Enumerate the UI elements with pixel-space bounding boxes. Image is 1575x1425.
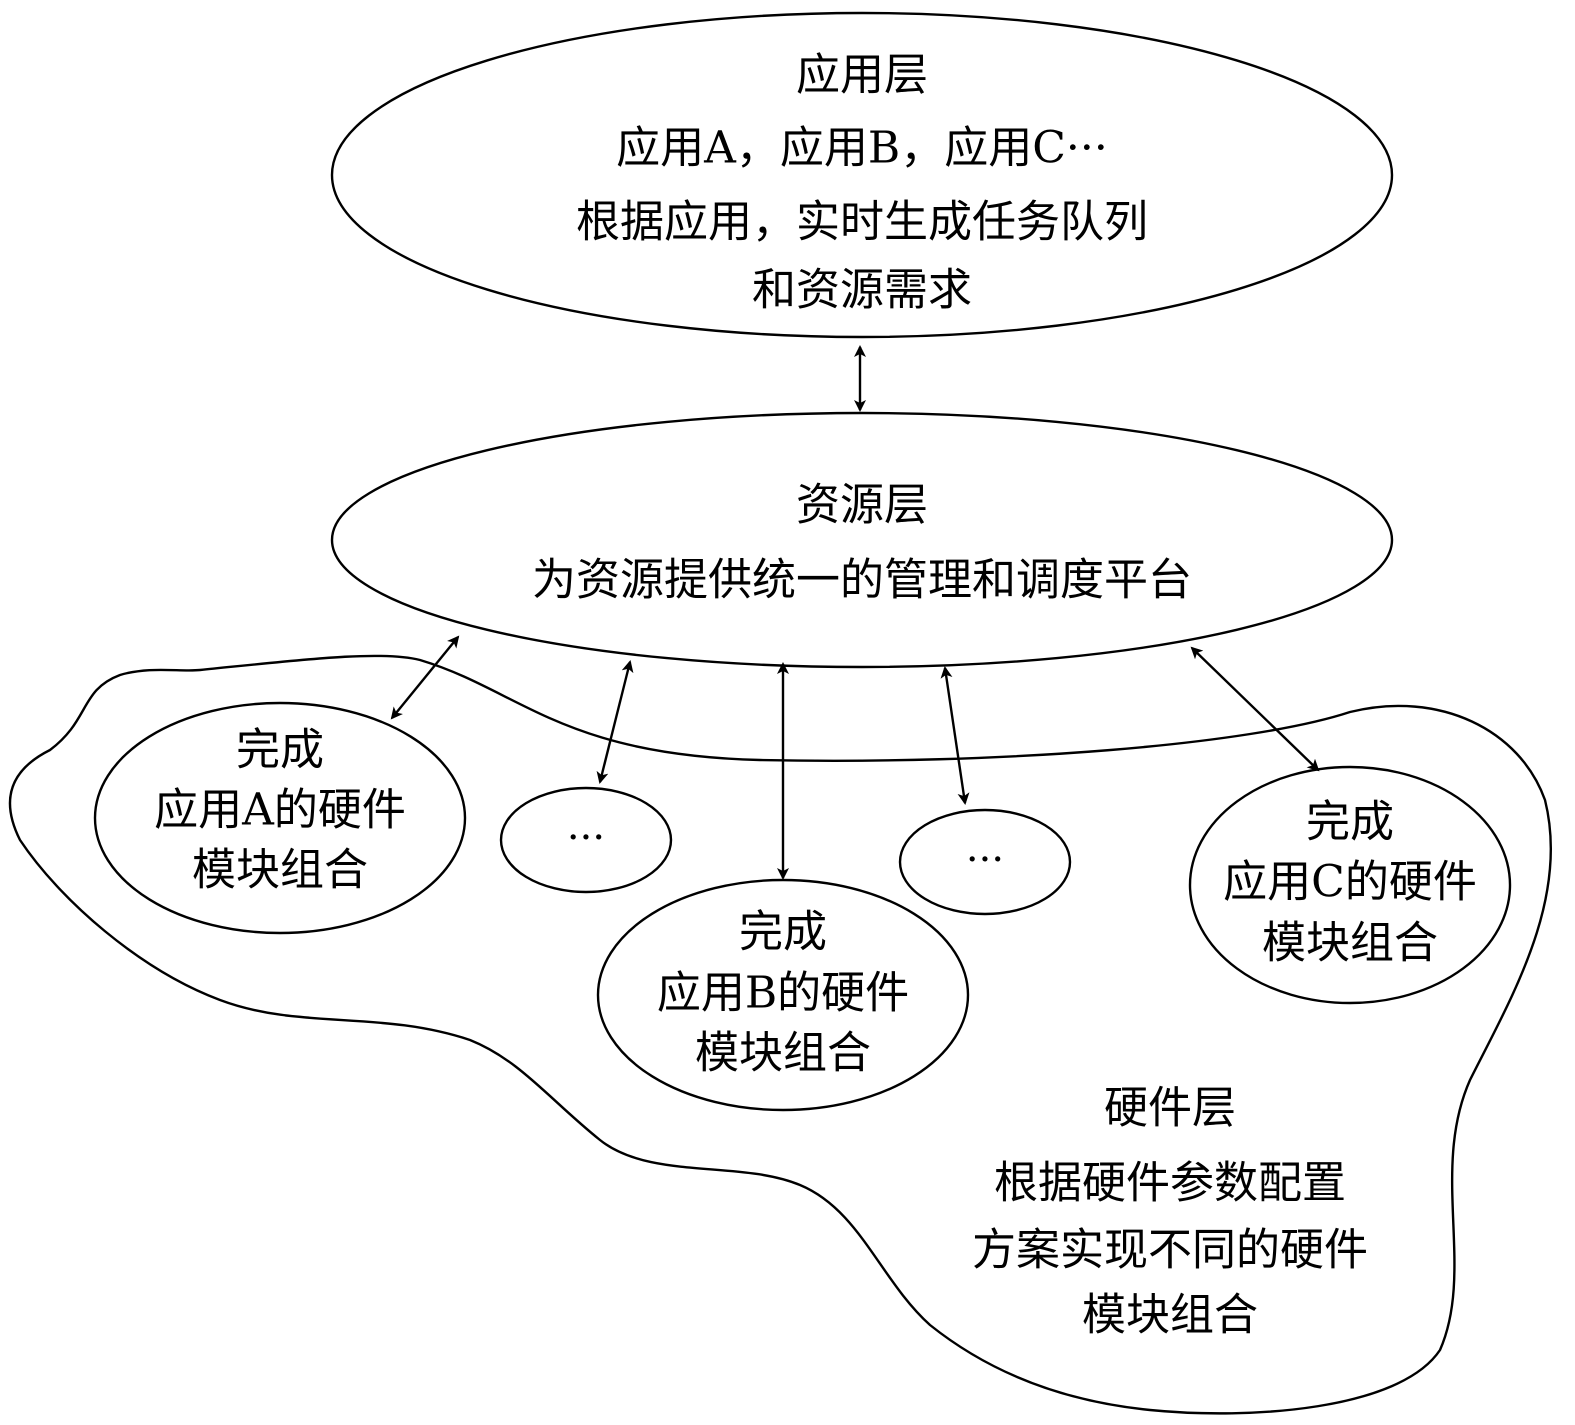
hardware-layer-desc-3: 模块组合 — [1082, 1290, 1258, 1341]
hardware-layer-desc-1: 根据硬件参数配置 — [994, 1158, 1346, 1209]
module-b-line-2: 应用B的硬件 — [657, 968, 909, 1019]
hardware-layer-boundary — [8, 654, 1553, 1415]
application-layer-desc-2: 和资源需求 — [752, 265, 972, 316]
arrow-resource-ellipsis-1 — [596, 660, 634, 784]
module-b-line-1: 完成 — [739, 907, 827, 958]
module-ellipsis-2-ellipse — [898, 808, 1072, 916]
module-ellipsis-1-ellipse — [499, 786, 673, 894]
arrow-resource-module-a — [390, 635, 460, 720]
module-a-line-2: 应用A的硬件 — [154, 785, 406, 836]
module-b-ellipse — [596, 878, 970, 1112]
module-c-ellipse — [1188, 765, 1512, 1005]
application-layer-desc-1: 根据应用，实时生成任务队列 — [576, 197, 1148, 248]
module-ellipsis-1-text: ··· — [567, 815, 605, 861]
arrow-resource-module-c — [1190, 646, 1320, 772]
application-layer-ellipse — [330, 11, 1394, 339]
arrow-resource-ellipsis-2 — [940, 666, 970, 805]
application-layer-title: 应用层 — [796, 50, 928, 101]
resource-layer-title: 资源层 — [796, 480, 928, 531]
module-ellipsis-2-text: ··· — [966, 837, 1004, 883]
hardware-layer-title: 硬件层 — [1104, 1083, 1236, 1134]
module-a-line-3: 模块组合 — [192, 845, 368, 896]
module-a-line-1: 完成 — [236, 725, 324, 776]
module-a-ellipse — [93, 701, 467, 935]
module-c-line-1: 完成 — [1306, 797, 1394, 848]
module-b-line-3: 模块组合 — [695, 1028, 871, 1079]
application-layer-apps: 应用A，应用B，应用C··· — [616, 123, 1108, 174]
module-c-line-3: 模块组合 — [1262, 918, 1438, 969]
module-c-line-2: 应用C的硬件 — [1223, 857, 1477, 908]
resource-layer-ellipse — [330, 411, 1394, 669]
hardware-layer-desc-2: 方案实现不同的硬件 — [972, 1225, 1368, 1276]
resource-layer-desc: 为资源提供统一的管理和调度平台 — [532, 555, 1192, 606]
